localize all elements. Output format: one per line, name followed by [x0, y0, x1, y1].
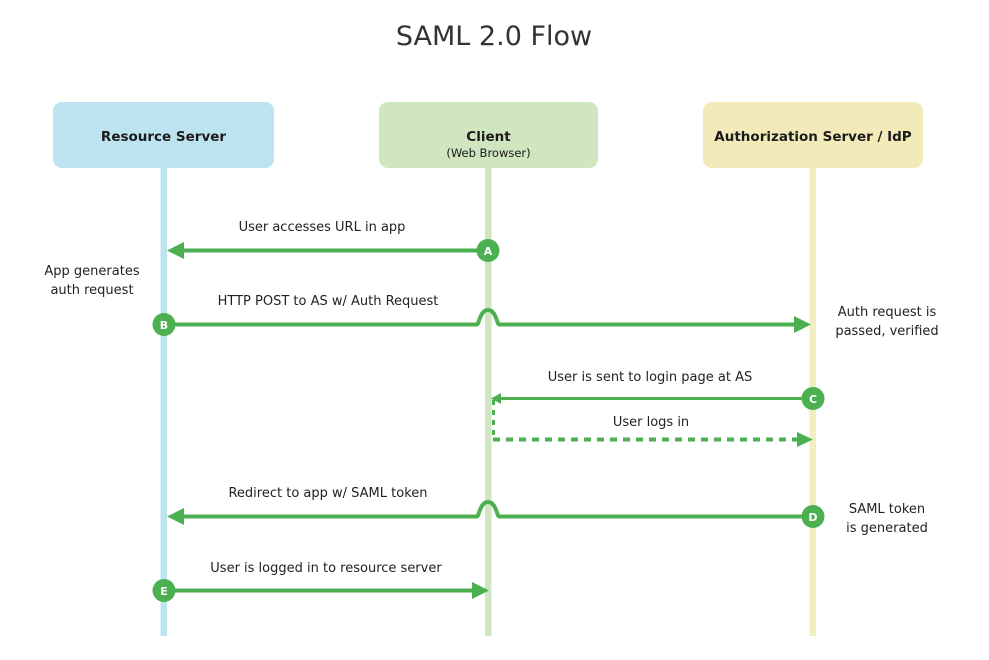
actor-title-resource-server: Resource Server	[101, 129, 226, 145]
message-b-label: HTTP POST to AS w/ Auth Request	[218, 294, 439, 309]
actor-subtitle-client: (Web Browser)	[446, 146, 530, 160]
message-d-arrowhead	[167, 508, 184, 525]
message-user-logs-in-label: User logs in	[613, 415, 689, 430]
message-c-label: User is sent to login page at AS	[548, 370, 752, 385]
message-a-label: User accesses URL in app	[239, 220, 406, 235]
message-e-arrowhead	[472, 582, 489, 599]
message-a-badge-letter: A	[484, 245, 493, 258]
note-auth-request-verified-line1: Auth request is	[838, 305, 937, 320]
actor-box-resource-server	[53, 102, 274, 168]
actor-title-client: Client	[466, 129, 511, 145]
message-user-logs-in-arrowhead	[797, 432, 813, 447]
note-app-generates-line2: auth request	[50, 283, 133, 298]
message-d-label: Redirect to app w/ SAML token	[228, 486, 427, 501]
message-c-badge-letter: C	[809, 393, 817, 406]
lifeline-client	[485, 160, 492, 636]
note-app-generates: App generates auth request	[44, 264, 139, 298]
message-c: User is sent to login page at AS C	[491, 370, 825, 438]
message-c-arrowhead	[491, 393, 501, 404]
note-saml-token-line2: is generated	[846, 521, 928, 536]
note-saml-token: SAML token is generated	[846, 502, 928, 536]
actor-header-client: Client (Web Browser)	[379, 102, 598, 168]
actor-box-authorization-server	[703, 102, 923, 168]
note-saml-token-line1: SAML token	[849, 502, 925, 517]
actor-header-resource-server: Resource Server	[53, 102, 274, 168]
message-c-badge	[801, 387, 825, 410]
message-e-label: User is logged in to resource server	[210, 561, 442, 576]
actor-header-authorization-server: Authorization Server / IdP	[703, 102, 923, 168]
message-e-badge	[152, 579, 176, 602]
note-app-generates-line1: App generates	[44, 264, 139, 279]
message-a-badge	[476, 239, 500, 262]
message-d: Redirect to app w/ SAML token D	[167, 486, 825, 528]
message-b: HTTP POST to AS w/ Auth Request B	[152, 294, 811, 336]
lifeline-resource-server	[160, 160, 167, 636]
actor-box-client	[379, 102, 598, 168]
message-a-arrowhead	[167, 242, 184, 259]
message-b-badge-letter: B	[160, 319, 168, 332]
message-d-line	[182, 499, 813, 519]
message-d-badge-letter: D	[808, 511, 817, 524]
message-d-badge	[801, 505, 825, 528]
message-b-arrowhead	[794, 316, 811, 333]
message-b-badge	[152, 313, 176, 336]
note-auth-request-verified-line2: passed, verified	[835, 324, 938, 339]
message-b-line	[164, 307, 795, 327]
message-user-logs-in: User logs in	[493, 415, 813, 447]
message-e-badge-letter: E	[160, 585, 168, 598]
message-e: User is logged in to resource server E	[152, 561, 489, 602]
message-a: User accesses URL in app A	[167, 220, 500, 262]
page-title: SAML 2.0 Flow	[396, 21, 592, 52]
actor-title-authorization-server: Authorization Server / IdP	[714, 129, 911, 145]
note-auth-request-verified: Auth request is passed, verified	[835, 305, 938, 339]
